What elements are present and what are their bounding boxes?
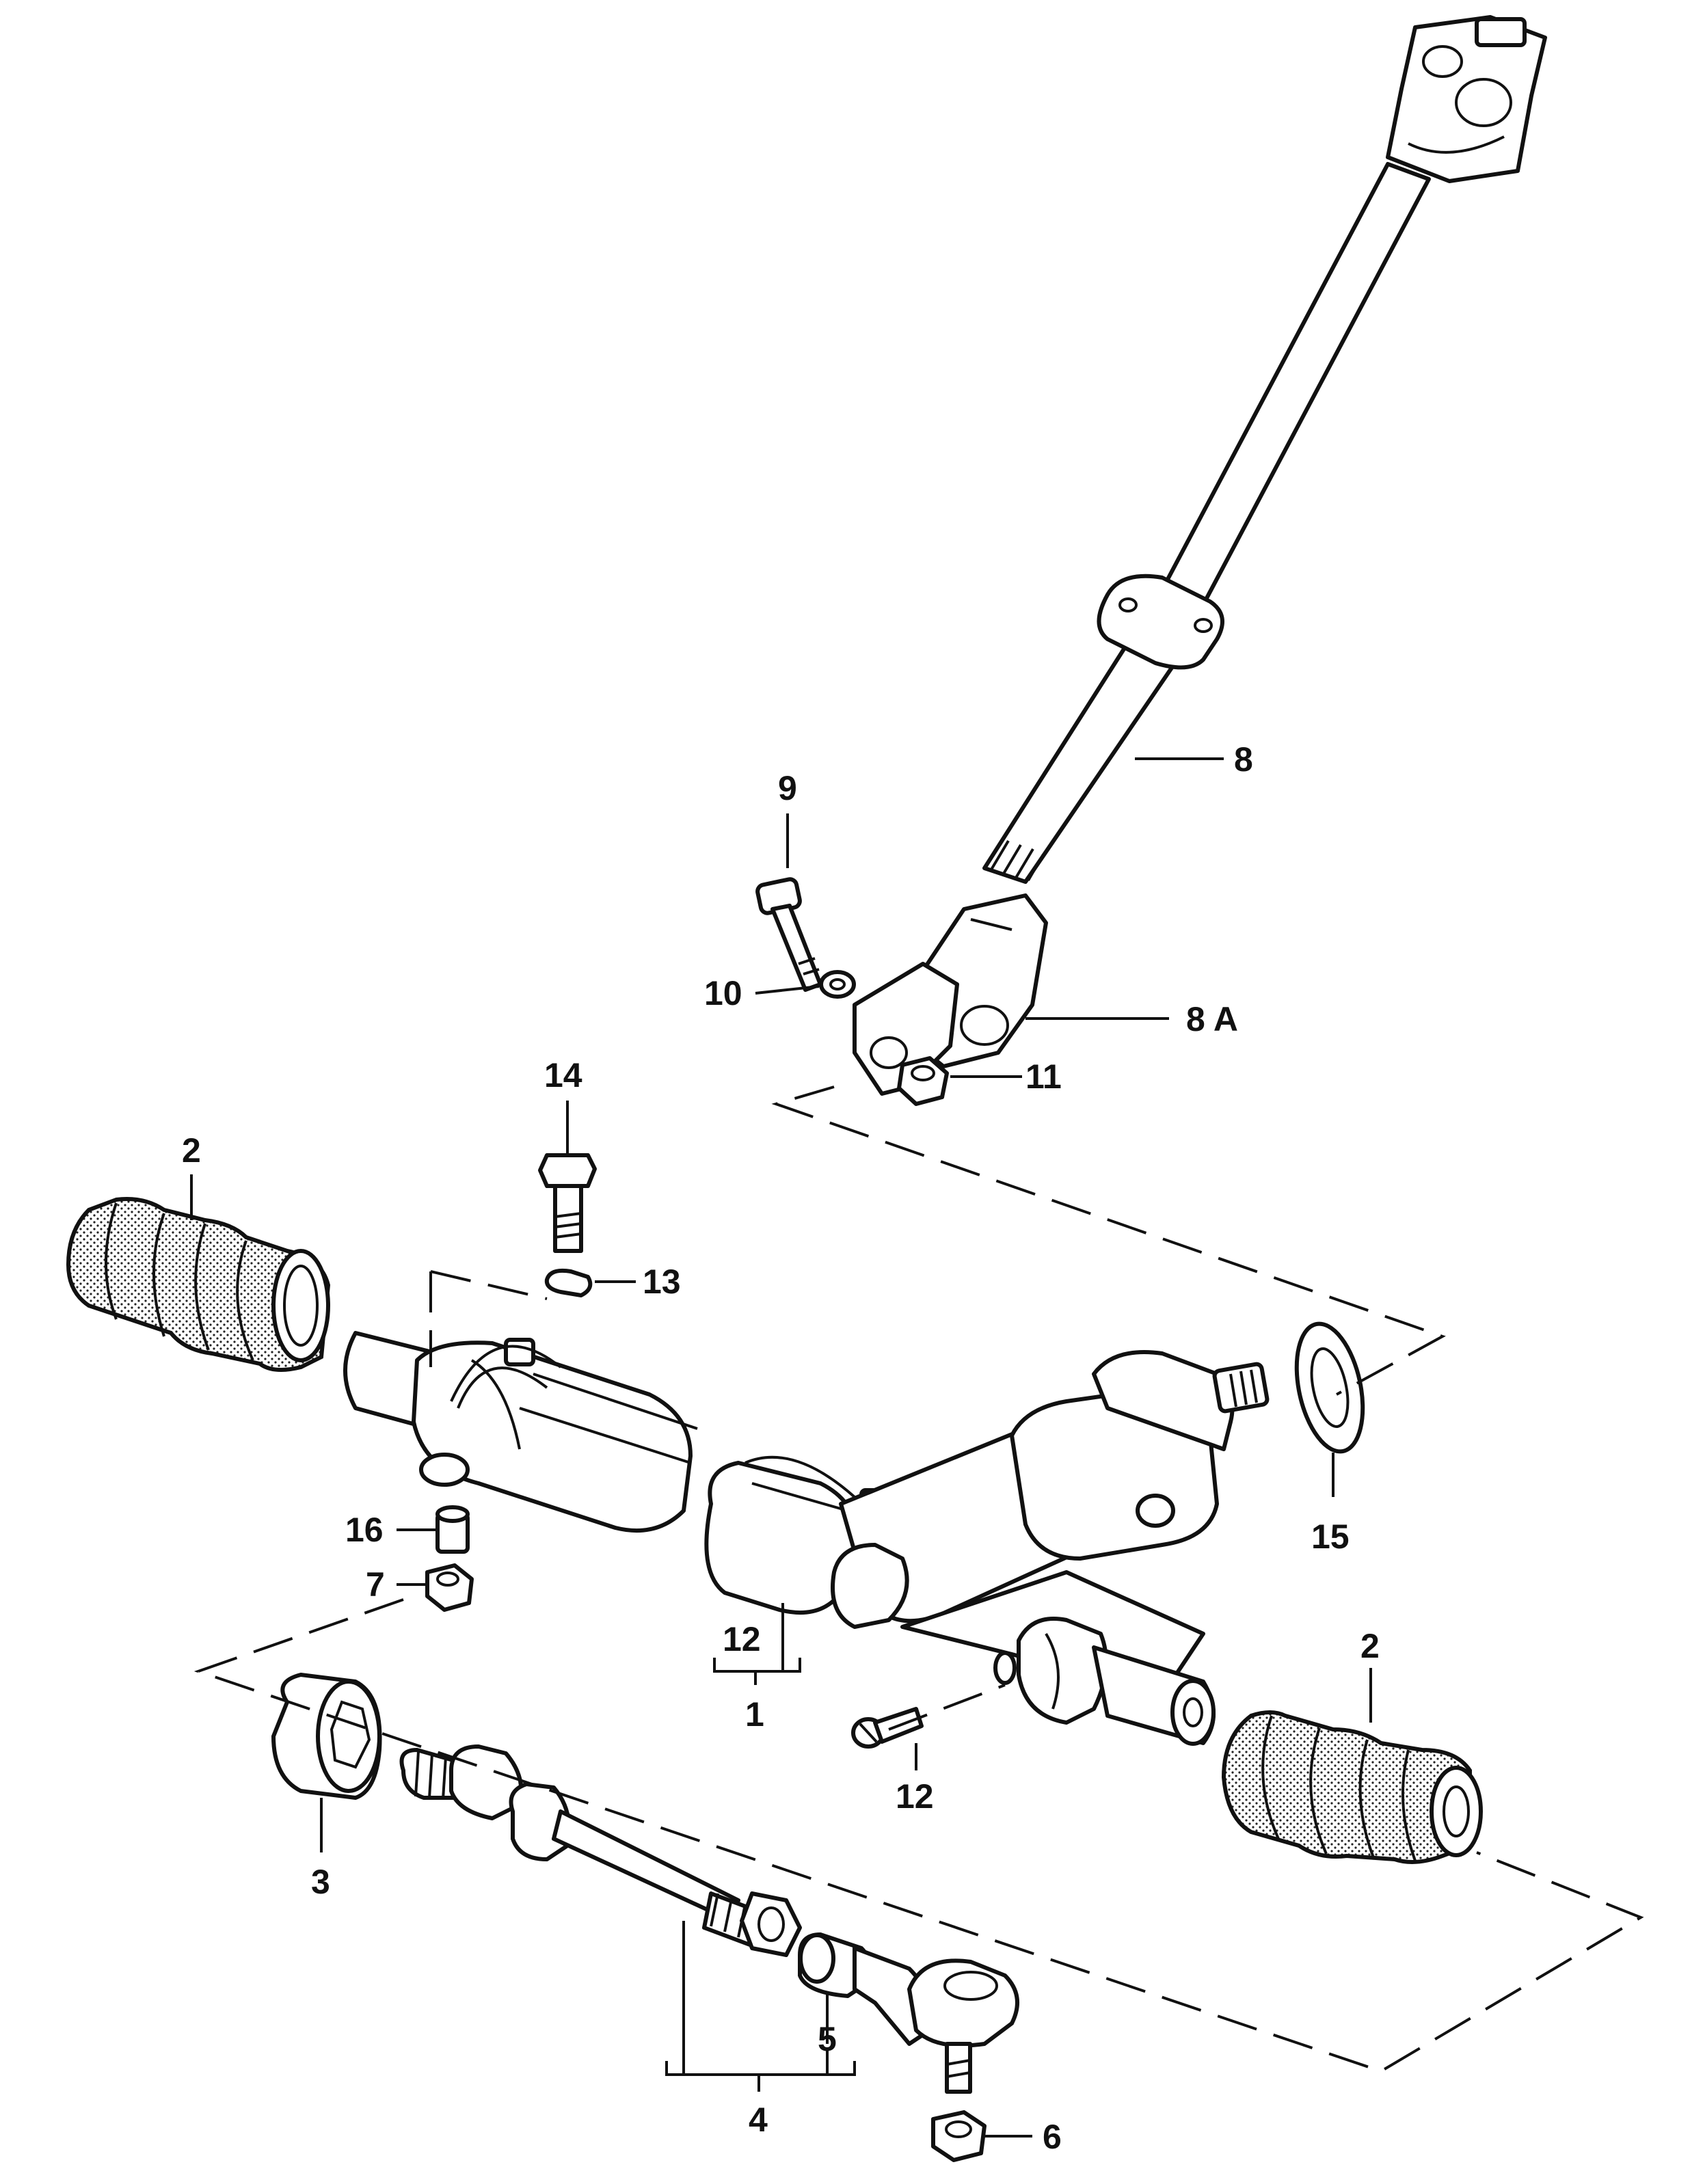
steering-rack-housing: [343, 1331, 1270, 1746]
callout-12-lower: 12: [896, 1777, 934, 1816]
seal-15: [1294, 1321, 1365, 1454]
steering-shaft: [982, 15, 1547, 884]
callout-14: 14: [544, 1056, 582, 1094]
tie-rod-end: [798, 1932, 1019, 2094]
nut-7: [425, 1563, 474, 1612]
callout-10: 10: [704, 974, 742, 1012]
callout-2-right: 2: [1360, 1627, 1380, 1665]
callout-16: 16: [345, 1511, 384, 1549]
callout-4: 4: [749, 2101, 768, 2139]
nut-11: [897, 1056, 949, 1106]
callout-5: 5: [818, 2020, 837, 2058]
callout-7: 7: [366, 1565, 385, 1604]
callout-13: 13: [643, 1263, 681, 1301]
leader-lines: [190, 757, 1372, 2138]
callout-1: 1: [745, 1695, 764, 1734]
callout-3: 3: [311, 1863, 330, 1901]
callout-labels: 8 8 A 9 10 11 2 14 13 16 7 15 12 1 2 12 …: [182, 740, 1380, 2156]
assembly-outline-lower: [193, 1598, 1644, 2073]
callout-15: 15: [1311, 1518, 1350, 1556]
washer-13: [544, 1268, 593, 1297]
callout-6: 6: [1043, 2118, 1062, 2156]
bolt-14: [538, 1153, 597, 1253]
assembly-outline-upper: [429, 1086, 1446, 1396]
nut-6: [931, 2110, 987, 2162]
bolt-12: [851, 1707, 924, 1749]
lower-universal-joint: [853, 893, 1048, 1096]
callout-8a: 8 A: [1186, 1000, 1238, 1038]
lock-nut-3: [271, 1673, 382, 1800]
callout-9: 9: [778, 769, 797, 807]
washer-10: [819, 970, 856, 999]
callout-11: 11: [1025, 1057, 1062, 1096]
callout-2-left: 2: [182, 1131, 201, 1170]
callout-8: 8: [1234, 740, 1253, 779]
callout-12-upper: 12: [723, 1620, 761, 1658]
bush-16: [435, 1505, 470, 1554]
boot-left: [66, 1197, 331, 1372]
boot-right: [1221, 1710, 1483, 1864]
tie-rod: [399, 1744, 802, 1957]
bolt-9: [755, 877, 822, 992]
